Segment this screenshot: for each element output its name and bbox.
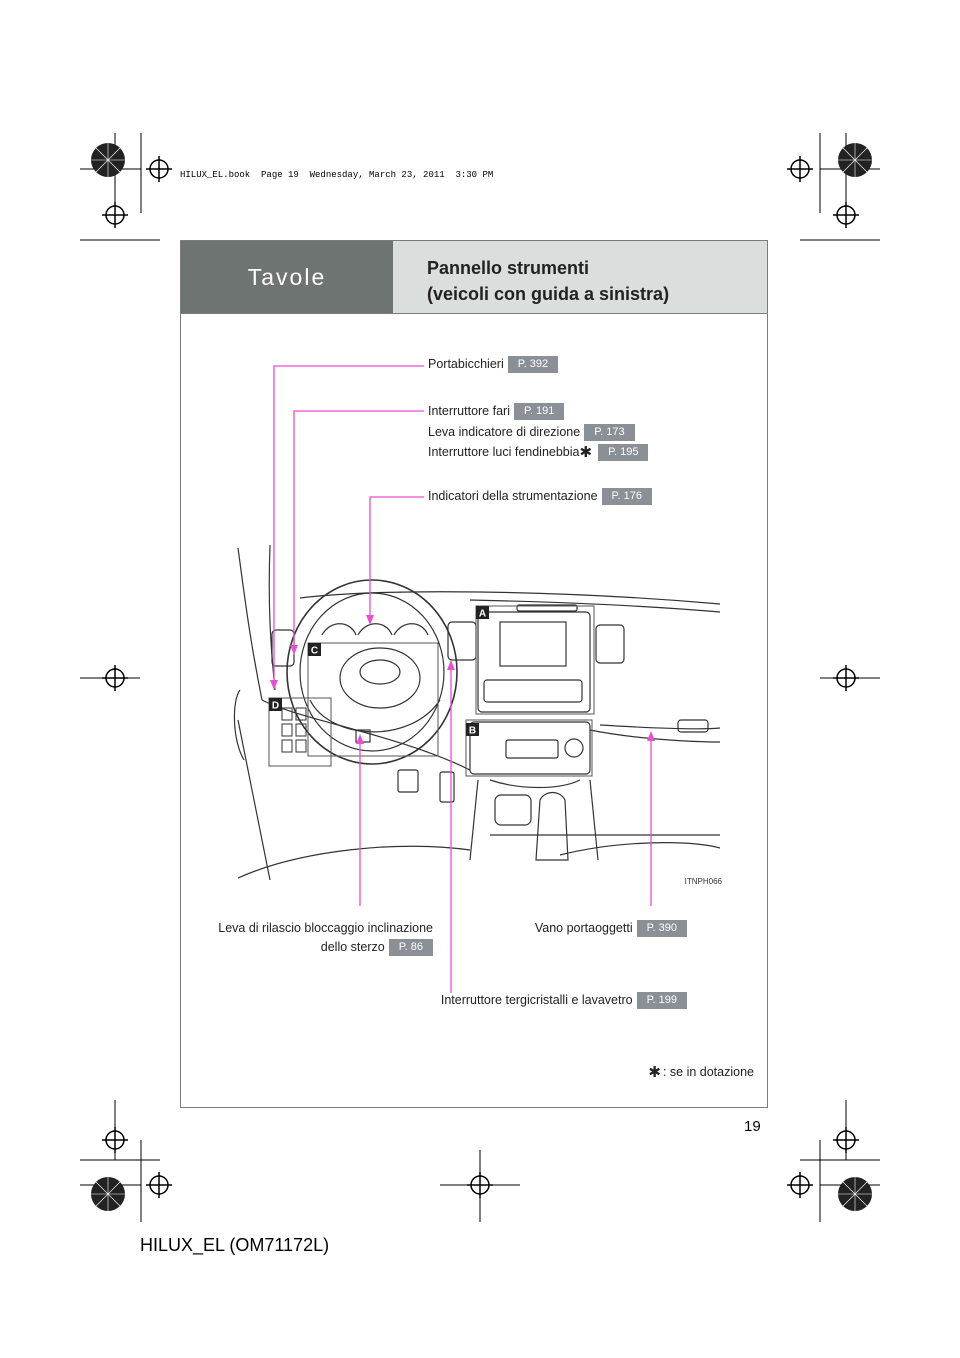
page-ref-badge[interactable]: P. 195 xyxy=(598,444,649,462)
callout-tilt-release-lever: Leva di rilascio bloccaggio inclinazione… xyxy=(218,920,433,957)
page-ref-badge[interactable]: P. 199 xyxy=(636,992,687,1010)
header-divider xyxy=(181,313,767,314)
marker-d: D xyxy=(272,701,279,712)
callout-fog-light-switch: Interruttore luci fendinebbia✱P. 195 xyxy=(428,444,649,462)
page-ref-badge[interactable]: P. 390 xyxy=(636,920,687,938)
optional-marker: ✱ xyxy=(579,444,593,461)
marker-c: C xyxy=(311,646,318,657)
page-ref-badge[interactable]: P. 191 xyxy=(513,403,565,421)
title-line-2: (veicoli con guida a sinistra) xyxy=(427,284,670,304)
page-ref-badge[interactable]: P. 173 xyxy=(584,424,635,442)
illustration-code: ITNPH066 xyxy=(685,877,723,886)
page-ref-badge[interactable]: P. 176 xyxy=(601,488,652,506)
bookmark-stamp: HILUX_EL.book Page 19 Wednesday, March 2… xyxy=(180,170,494,180)
footnote: ✱: se in dotazione xyxy=(648,1064,754,1081)
page-title: Pannello strumenti (veicoli con guida a … xyxy=(393,241,767,313)
title-line-1: Pannello strumenti xyxy=(427,258,590,278)
page-ref-badge[interactable]: P. 392 xyxy=(507,356,559,374)
marker-a: A xyxy=(479,609,486,620)
model-code: HILUX_EL (OM71172L) xyxy=(140,1235,330,1255)
marker-b: B xyxy=(469,726,476,737)
page-ref-badge[interactable]: P. 86 xyxy=(388,939,433,957)
page-frame xyxy=(180,240,768,1108)
optional-marker: ✱ xyxy=(648,1064,661,1081)
section-tab: Tavole xyxy=(181,241,393,313)
page-number: 19 xyxy=(744,1118,761,1135)
